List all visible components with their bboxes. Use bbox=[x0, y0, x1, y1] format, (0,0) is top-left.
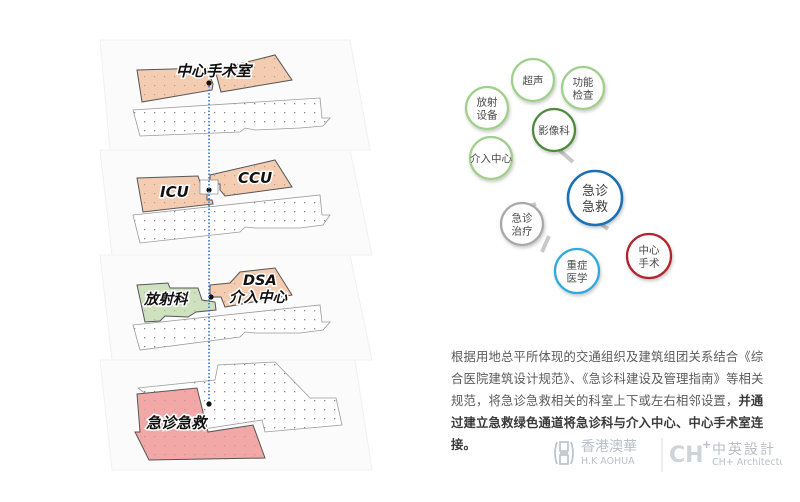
description-normal: 根据用地总平所体现的交通组织及建筑组团关系结合《综合医院建筑设计规范》、《急诊科… bbox=[451, 350, 764, 408]
graph-node-label: 急诊 bbox=[582, 184, 608, 199]
graph-node-label: 重症 bbox=[567, 259, 588, 272]
graph-node-circle bbox=[464, 85, 510, 131]
description-bold: 并通过建立急救绿色通道将急诊科与介入中心、中心手术室连接。 bbox=[451, 394, 764, 452]
graph-node-label: 检查 bbox=[573, 89, 594, 102]
floor-stack-diagram: 中心手术室 ICU CCU 放射科 DSA 介入中心 急诊急救 bbox=[99, 39, 373, 471]
hk-aohua-logo: 香港澳華 H.K AOHUA bbox=[554, 439, 637, 467]
description-paragraph: 根据用地总平所体现的交通组织及建筑组团关系结合《综合医院建筑设计规范》、《急诊科… bbox=[451, 346, 771, 456]
graph-node-label: 治疗 bbox=[512, 225, 533, 238]
floor-label-icu: ICU bbox=[160, 183, 189, 201]
ch-mark-icon: CH bbox=[669, 443, 704, 468]
graph-node-circle bbox=[625, 232, 673, 280]
graph-node-shoushu: 中心手术 bbox=[625, 232, 673, 280]
ch-design-cn: 中英設計 bbox=[712, 441, 776, 458]
graph-node-circle bbox=[468, 135, 514, 181]
graph-node-label: 超声 bbox=[523, 74, 544, 87]
graph-node-label: 放射 bbox=[477, 96, 498, 109]
floor-label-dsa: DSA bbox=[243, 273, 277, 289]
department-relationship-graph: 急诊急救超声功能检查放射设备影像科介入中心急诊治疗重症医学中心手术 bbox=[464, 57, 673, 295]
floor-4-plan: 中心手术室 bbox=[132, 54, 331, 137]
graph-node-yingxiang: 影像科 bbox=[531, 107, 577, 153]
graph-node-circle bbox=[560, 65, 606, 111]
graph-node-label: 设备 bbox=[477, 109, 498, 122]
ch-design-en: CH+ Architecture Design bbox=[712, 457, 782, 468]
floor-1-plan: 急诊急救 bbox=[134, 361, 343, 461]
graph-node-center: 急诊急救 bbox=[566, 169, 624, 227]
graph-node-label: 介入中心 bbox=[470, 152, 512, 165]
graph-node-jieru: 介入中心 bbox=[468, 135, 514, 181]
floor-label-surgery: 中心手术室 bbox=[176, 62, 254, 80]
graph-node-label: 功能 bbox=[573, 76, 594, 89]
floor-3-plan: ICU CCU bbox=[132, 159, 331, 244]
graph-node-circle bbox=[510, 57, 556, 103]
graph-node-chaosheng: 超声 bbox=[510, 57, 556, 103]
graph-node-circle bbox=[566, 169, 624, 227]
graph-node-label: 手术 bbox=[639, 257, 660, 270]
floor-label-interventional: 介入中心 bbox=[229, 289, 287, 306]
graph-node-label: 急诊 bbox=[512, 212, 533, 225]
floor-label-ccu: CCU bbox=[238, 169, 272, 187]
floor-2-plan: 放射科 DSA 介入中心 bbox=[132, 267, 331, 351]
graph-node-label: 影像科 bbox=[538, 124, 570, 137]
ch-design-logo: CH + 中英設計 CH+ Architecture Design bbox=[669, 438, 782, 468]
graph-node-label: 中心 bbox=[639, 244, 660, 257]
graph-node-circle bbox=[499, 201, 545, 247]
graph-node-circle bbox=[553, 247, 601, 295]
graph-node-label: 急救 bbox=[582, 199, 608, 215]
graph-node-circle bbox=[531, 107, 577, 153]
graph-node-label: 医学 bbox=[567, 272, 588, 285]
floor-label-radiology: 放射科 bbox=[143, 291, 189, 308]
hk-aohua-mark-icon bbox=[554, 441, 574, 465]
hk-aohua-cn: 香港澳華 bbox=[581, 439, 637, 455]
plus-icon: + bbox=[702, 438, 711, 451]
company-logos: 香港澳華 H.K AOHUA CH + 中英設計 CH+ Architectur… bbox=[554, 438, 782, 472]
connector-zhongzheng bbox=[540, 235, 551, 253]
floor-label-emergency: 急诊急救 bbox=[146, 414, 209, 432]
hk-aohua-en: H.K AOHUA bbox=[581, 456, 635, 467]
